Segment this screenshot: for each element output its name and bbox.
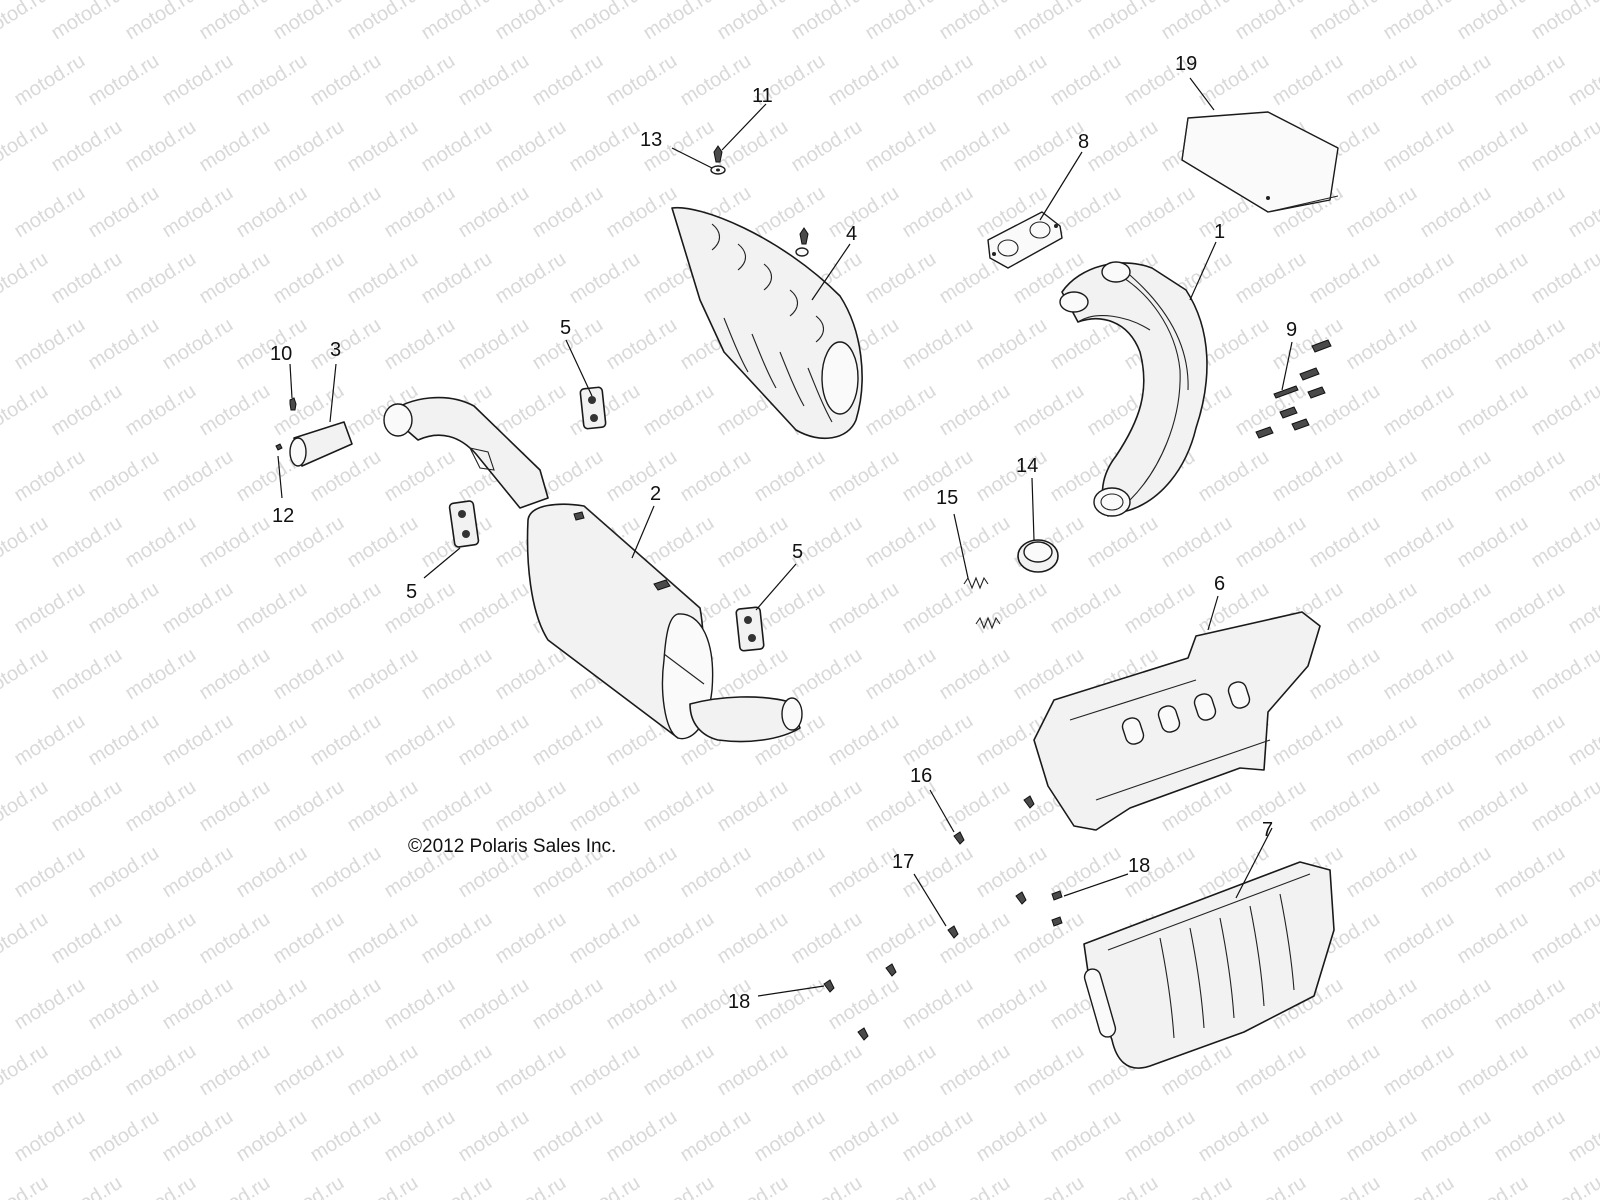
part-5-isolator-left	[448, 500, 480, 548]
callout-4: 4	[846, 223, 857, 245]
callout-3: 3	[330, 339, 341, 361]
part-7-bottom-heat-shield	[1083, 861, 1335, 1069]
part-15-spring-upper	[963, 576, 989, 590]
callout-15: 15	[936, 487, 958, 509]
callout-13: 13	[640, 129, 662, 151]
part-17-fastener	[947, 891, 1027, 939]
callouts: 19 8 1 4 11 13 9 5 10 3 12 2 5 5 14 15 6…	[270, 53, 1297, 1013]
callout-12: 12	[272, 505, 294, 527]
part-2-muffler-assembly	[383, 396, 803, 743]
part-19-heat-shield-plate	[1181, 111, 1339, 213]
part-18-fastener	[823, 890, 1063, 1041]
callout-10: 10	[270, 343, 292, 365]
callout-11: 11	[752, 85, 773, 107]
callout-8: 8	[1078, 131, 1089, 153]
part-9-bolts	[1255, 339, 1332, 439]
callout-2: 2	[650, 483, 661, 505]
part-12-screw	[275, 443, 283, 451]
part-13-washer	[710, 165, 726, 175]
part-8-manifold-gasket	[987, 211, 1063, 269]
callout-1: 1	[1214, 221, 1225, 243]
callout-5-right: 5	[792, 541, 803, 563]
part-3-tail-pipe-tip	[289, 421, 353, 467]
callout-5-left: 5	[406, 581, 417, 603]
part-5-isolator-upper	[579, 386, 607, 430]
callout-6: 6	[1214, 573, 1225, 595]
part-4-hardware	[795, 227, 809, 257]
callout-5-upper: 5	[560, 317, 571, 339]
part-6-lower-heat-shield	[1033, 611, 1321, 831]
part-1-exhaust-manifold	[1059, 261, 1208, 517]
part-15-spring-lower	[975, 616, 1001, 630]
callout-14: 14	[1016, 455, 1038, 477]
callout-17: 17	[892, 851, 914, 873]
part-5-isolator-right	[735, 606, 765, 652]
part-10-screw	[289, 397, 297, 411]
part-11-fastener	[713, 145, 723, 163]
part-4-upper-heat-shield	[671, 206, 863, 439]
callout-9: 9	[1286, 319, 1297, 341]
callout-18-left: 18	[728, 991, 750, 1013]
part-14-clamp-ring	[1017, 539, 1059, 573]
callout-18-right: 18	[1128, 855, 1150, 877]
callout-16: 16	[910, 765, 932, 787]
leader-lines	[277, 77, 1293, 997]
callout-7: 7	[1262, 819, 1273, 841]
part-16-fastener	[953, 795, 1035, 845]
copyright-notice: ©2012 Polaris Sales Inc.	[408, 836, 617, 857]
callout-19: 19	[1175, 53, 1197, 75]
